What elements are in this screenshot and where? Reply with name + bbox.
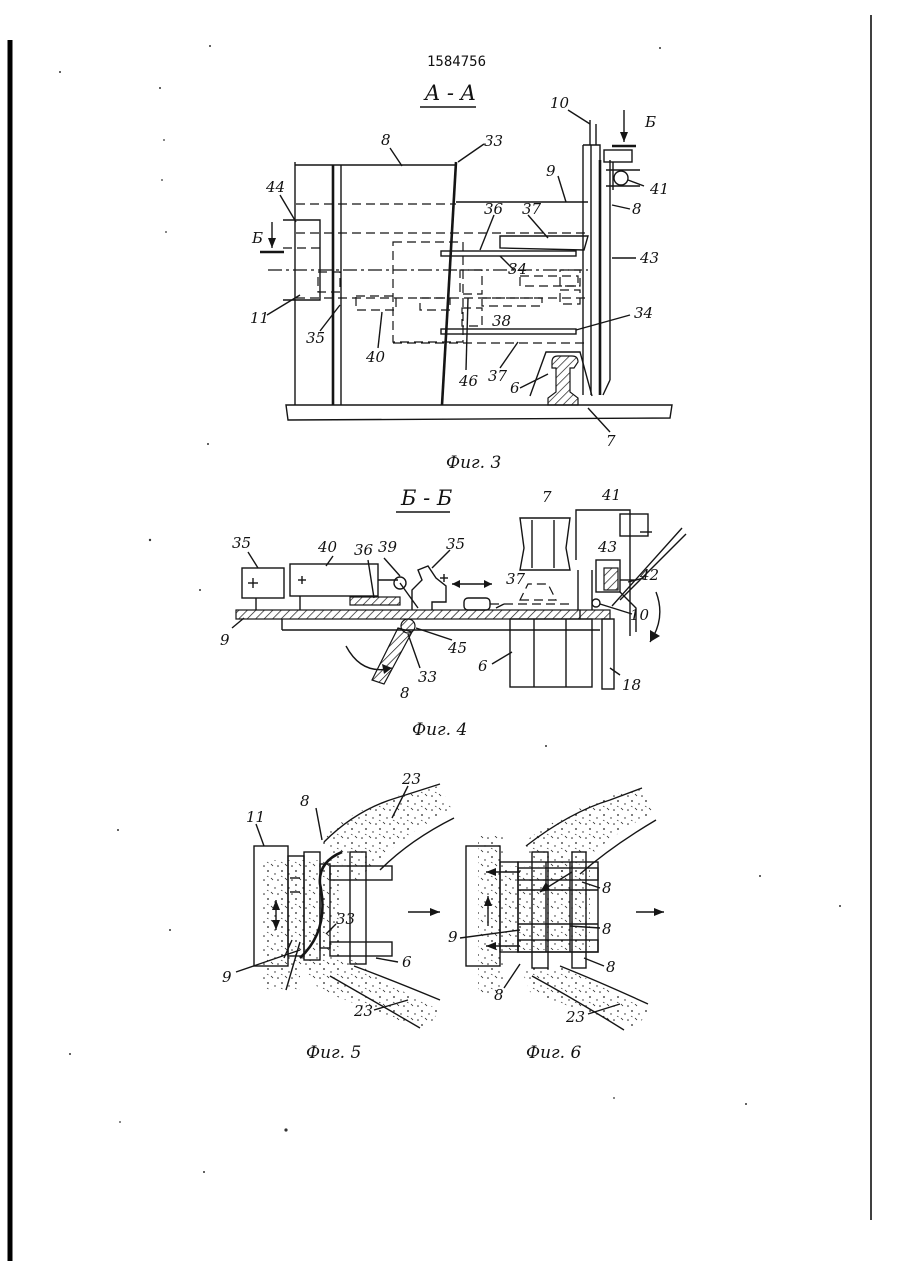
fig4-label-43: 43	[597, 538, 617, 556]
fig5-label-9: 9	[222, 968, 232, 986]
fig3-label-33: 33	[484, 132, 503, 150]
fig4-label-35-right: 35	[446, 535, 465, 553]
fig4-label-7: 7	[542, 488, 552, 506]
fig6-label-9: 9	[448, 928, 458, 946]
fig3-label-35: 35	[306, 329, 325, 347]
fig3-label-46: 46	[458, 372, 479, 390]
fig6-caption: Фиг. 6	[526, 1043, 581, 1063]
fig3-label-6: 6	[510, 379, 520, 397]
fig6-label-23: 23	[565, 1008, 585, 1026]
fig3-label-34-top: 34	[508, 260, 527, 278]
fig4-label-37: 37	[506, 570, 526, 588]
fig5-label-11: 11	[246, 808, 265, 826]
page-border	[10, 15, 871, 1261]
fig3-label-41: 41	[649, 180, 669, 198]
patent-number: 1584756	[427, 54, 486, 70]
fig3-label-40: 40	[365, 348, 386, 366]
fig5-label-6: 6	[402, 953, 412, 971]
fig4-label-6: 6	[478, 657, 488, 675]
fig5-label-33: 33	[336, 910, 355, 928]
fig4-label-45: 45	[447, 639, 467, 657]
fig4-label-18: 18	[622, 676, 641, 694]
fig4-label-39: 39	[378, 538, 398, 556]
fig3-label-37-bottom: 37	[488, 367, 508, 385]
fig5-label-23-top: 23	[401, 770, 421, 788]
fig4-label-41: 41	[601, 486, 621, 504]
section-title-aa: A - A	[423, 81, 476, 105]
fig3-label-11: 11	[250, 309, 269, 327]
fig3-caption: Фиг. 3	[446, 453, 501, 473]
fig6-label-8-d: 8	[494, 986, 504, 1004]
fig5-caption: Фиг. 5	[306, 1043, 361, 1063]
fig5-label-23-bottom: 23	[353, 1002, 373, 1020]
section-title-bb: Б - Б	[400, 486, 452, 510]
fig3-label-38: 38	[492, 312, 511, 330]
figure-3: Б 8 33 10 41 9 8 44 Б 36	[250, 94, 672, 473]
fig4-label-33: 33	[418, 668, 437, 686]
fig4-label-35-left: 35	[232, 534, 251, 552]
fig3-label-43: 43	[639, 249, 659, 267]
section-mark-right: Б	[644, 113, 656, 131]
figure-4: 35 40 36 39 35 7 41 43 42 37 9 45 10 33 …	[220, 486, 686, 740]
fig3-label-7: 7	[606, 432, 616, 450]
fig4-label-9: 9	[220, 631, 230, 649]
fig4-label-8: 8	[400, 684, 410, 702]
fig3-label-37-top: 37	[522, 200, 542, 218]
fig4-label-42: 42	[639, 566, 659, 584]
figure-6: 8 8 9 8 8 23 Фиг. 6	[448, 786, 664, 1063]
fig4-label-10: 10	[630, 606, 650, 624]
fig4-label-36: 36	[354, 541, 374, 559]
fig6-label-8-a: 8	[602, 879, 612, 897]
fig6-label-8-b: 8	[602, 920, 612, 938]
fig3-label-36: 36	[484, 200, 504, 218]
fig3-section-mark-left: Б	[251, 229, 263, 247]
fig4-label-40: 40	[317, 538, 338, 556]
fig3-label-8-top: 8	[381, 131, 391, 149]
fig3-label-44: 44	[265, 178, 285, 196]
fig6-label-8-c: 8	[606, 958, 616, 976]
fig4-caption: Фиг. 4	[412, 720, 467, 740]
scan-noise	[59, 45, 841, 1173]
fig5-label-8: 8	[300, 792, 310, 810]
fig3-label-8-right: 8	[632, 200, 642, 218]
figure-5: 23 11 8 33 9 6 23 Фиг. 5	[222, 770, 454, 1063]
fig3-label-34-bottom: 34	[634, 304, 653, 322]
fig3-label-9: 9	[546, 162, 556, 180]
fig3-label-10: 10	[550, 94, 570, 112]
